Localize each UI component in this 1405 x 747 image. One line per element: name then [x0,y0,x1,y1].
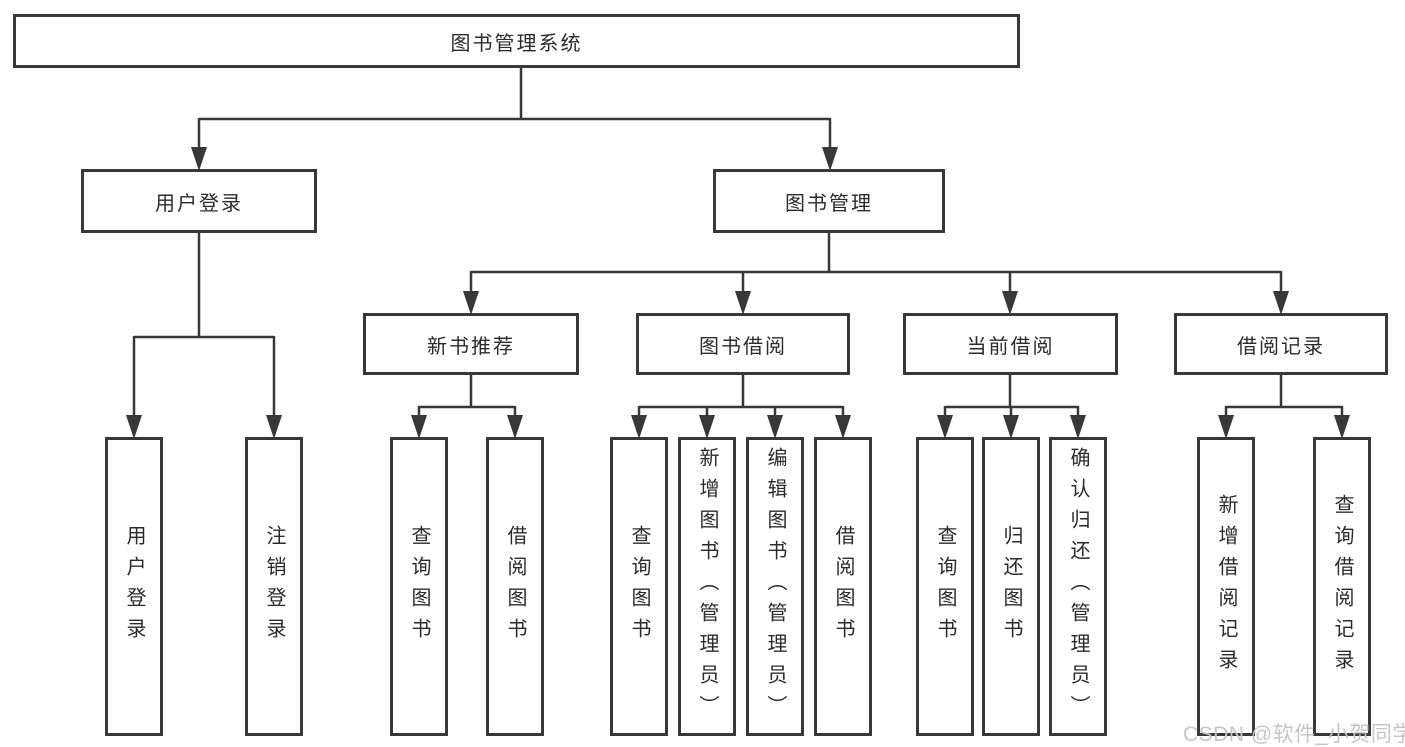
node-new-book-recommend-label: 新书推荐 [427,335,515,358]
node-book-management-label: 图书管理 [785,192,873,215]
leaf-user-login: 用户登录 [105,437,163,736]
node-user-login: 用户登录 [81,169,317,233]
leaf-add-borrow-record-label: 新增借阅记录 [1215,493,1237,680]
leaf-query-books-recommend: 查询图书 [390,437,448,736]
leaf-query-books-borrow-label: 查询图书 [628,524,650,649]
leaf-borrow-books: 借阅图书 [814,437,872,736]
node-current-borrow: 当前借阅 [903,313,1118,375]
leaf-user-login-label: 用户登录 [123,524,145,649]
leaf-add-book-admin-label: 新增图书（管理员） [696,447,718,726]
leaf-logout: 注销登录 [245,437,303,736]
leaf-add-borrow-record: 新增借阅记录 [1197,437,1255,736]
leaf-query-borrow-record: 查询借阅记录 [1313,437,1371,736]
node-user-login-label: 用户登录 [155,192,243,215]
leaf-query-books-current: 查询图书 [916,437,974,736]
node-book-borrow-label: 图书借阅 [699,335,787,358]
node-root-label: 图书管理系统 [450,32,583,55]
node-borrow-records: 借阅记录 [1174,313,1388,375]
leaf-query-books-current-label: 查询图书 [934,524,956,649]
leaf-return-books: 归还图书 [982,437,1040,736]
leaf-borrow-books-label: 借阅图书 [832,524,854,649]
leaf-add-book-admin: 新增图书（管理员） [678,437,736,736]
leaf-logout-label: 注销登录 [263,524,285,649]
leaf-confirm-return-admin-label: 确认归还（管理员） [1067,447,1089,726]
csdn-watermark: CSDN @软件_小贺同学 [1183,723,1405,746]
node-book-borrow: 图书借阅 [636,313,850,375]
leaf-edit-book-admin-label: 编辑图书（管理员） [764,447,786,726]
leaf-confirm-return-admin: 确认归还（管理员） [1049,437,1107,736]
leaf-return-books-label: 归还图书 [1000,524,1022,649]
node-root-system: 图书管理系统 [13,14,1020,68]
node-book-management: 图书管理 [713,169,945,233]
leaf-query-borrow-record-label: 查询借阅记录 [1331,493,1353,680]
leaf-query-books-recommend-label: 查询图书 [408,524,430,649]
node-borrow-records-label: 借阅记录 [1237,335,1325,358]
leaf-borrow-books-recommend-label: 借阅图书 [504,524,526,649]
arrowheads [126,147,1350,439]
node-current-borrow-label: 当前借阅 [966,335,1055,358]
leaf-query-books-borrow: 查询图书 [610,437,668,736]
leaf-borrow-books-recommend: 借阅图书 [486,437,544,736]
leaf-edit-book-admin: 编辑图书（管理员） [746,437,804,736]
node-new-book-recommend: 新书推荐 [363,313,579,375]
